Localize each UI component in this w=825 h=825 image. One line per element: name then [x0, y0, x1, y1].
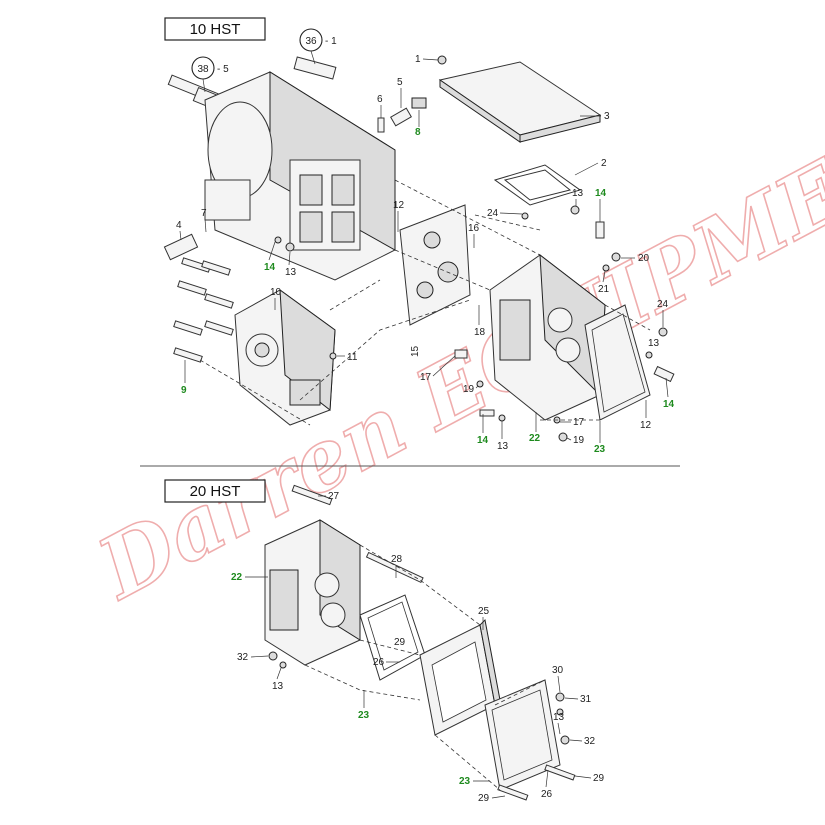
section-10hst: 10 HST [164, 17, 266, 41]
svg-text:- 5: - 5 [217, 64, 229, 75]
callout-1: 1 [415, 54, 421, 65]
callout-23: 23 [594, 444, 606, 455]
assembly-lines [199, 179, 651, 426]
callout-19: 19 [573, 435, 585, 446]
pump-10 [234, 288, 336, 426]
callout-32: 32 [237, 652, 249, 663]
watermark: Darren EQUIPMENT [80, 72, 825, 619]
top-labels: 1 3 5 6 8 2 4 7 12 24 13 14 16 20 21 14 … [176, 54, 675, 455]
callout-31: 31 [580, 694, 592, 705]
callout-16: 16 [468, 223, 480, 234]
cover-plate-bottom [484, 679, 561, 791]
callout-14: 14 [264, 262, 276, 273]
section-title-box [164, 17, 266, 41]
callout-12: 12 [640, 420, 652, 431]
callout-8: 8 [415, 127, 421, 138]
callout-9: 9 [181, 385, 187, 396]
callout-26: 26 [373, 657, 385, 668]
section-title-10hst: 10 HST [190, 21, 241, 38]
callout-17: 17 [420, 372, 432, 383]
gasket-2 [493, 164, 582, 206]
callout-29: 29 [478, 793, 490, 804]
gasket-15 [399, 204, 471, 326]
callout-22: 22 [529, 433, 541, 444]
callout-38: 38 - 5 [191, 56, 229, 93]
callout-13: 13 [648, 338, 660, 349]
callout-21: 21 [598, 284, 610, 295]
callout-10: 10 [270, 287, 282, 298]
svg-text:38: 38 [197, 64, 209, 75]
callout-13: 13 [285, 267, 297, 278]
section-title-20hst: 20 HST [190, 483, 241, 500]
bolt-27 [291, 484, 333, 506]
transmission-housing [204, 71, 396, 281]
pin-4 [163, 233, 199, 261]
housing-25 [419, 618, 501, 736]
callout-28: 28 [391, 554, 403, 565]
callout-23: 23 [459, 776, 471, 787]
callout-13: 13 [497, 441, 509, 452]
callout-27: 27 [328, 491, 340, 502]
callout-17: 17 [573, 417, 585, 428]
callout-3: 3 [604, 111, 610, 122]
callout-23: 23 [358, 710, 370, 721]
callout-15: 15 [410, 345, 421, 357]
watermark-text: Darren EQUIPMENT [81, 73, 825, 619]
callout-18: 18 [474, 327, 486, 338]
callout-4: 4 [176, 220, 182, 231]
callout-30: 30 [552, 665, 564, 676]
cover-23 [584, 304, 651, 421]
small-parts-bottom [268, 651, 576, 801]
callout-2: 2 [601, 158, 607, 169]
callout-11: 11 [347, 352, 358, 363]
callout-20: 20 [638, 253, 650, 264]
callout-24: 24 [487, 208, 499, 219]
cover-plate-3 [438, 61, 602, 143]
callout-12: 12 [393, 200, 405, 211]
callout-14: 14 [477, 435, 489, 446]
svg-text:- 1: - 1 [325, 36, 337, 47]
valve-block-22 [489, 253, 606, 421]
shaft-36 [293, 56, 337, 80]
callout-24: 24 [657, 299, 669, 310]
callout-19: 19 [463, 384, 475, 395]
callout-7: 7 [201, 208, 207, 219]
top-assembly [163, 55, 675, 442]
bolts-9 [173, 257, 234, 363]
bottom-labels: 27 28 22 25 29 26 32 13 30 31 23 13 32 2… [231, 491, 605, 804]
small-parts-5-6-8 [377, 55, 447, 133]
callout-14: 14 [663, 399, 675, 410]
gasket-29-bottom [359, 594, 426, 681]
callout-25: 25 [478, 606, 490, 617]
callout-6: 6 [377, 94, 383, 105]
callout-29: 29 [593, 773, 605, 784]
callout-13: 13 [553, 712, 565, 723]
callout-26: 26 [541, 789, 553, 800]
section-title-box [164, 479, 266, 503]
callout-14: 14 [595, 188, 607, 199]
callout-29: 29 [394, 637, 406, 648]
bottom-assembly [264, 484, 576, 801]
valve-block-22-bottom [264, 519, 361, 666]
callout-36: 36 - 1 [299, 28, 337, 65]
callout-22: 22 [231, 572, 243, 583]
svg-text:36: 36 [305, 36, 317, 47]
callout-32: 32 [584, 736, 596, 747]
section-20hst: 20 HST [164, 479, 266, 503]
callout-13: 13 [572, 188, 584, 199]
fasteners-right [274, 205, 675, 442]
callout-5: 5 [397, 77, 403, 88]
callout-13: 13 [272, 681, 284, 692]
